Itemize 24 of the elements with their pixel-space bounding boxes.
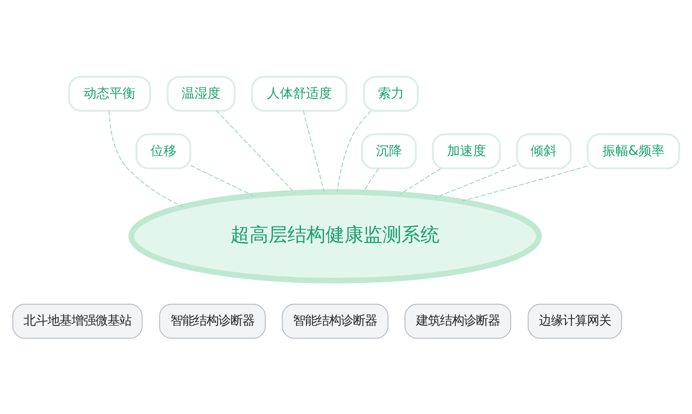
node-box: 建筑结构诊断器 [404, 303, 512, 338]
node-box: 加速度 [432, 132, 501, 169]
node-box: 边缘计算网关 [528, 303, 622, 338]
node-box: 振幅&频率 [586, 132, 680, 169]
node-box: 位移 [136, 132, 192, 169]
connector [362, 168, 379, 192]
node-box: 沉降 [361, 132, 417, 169]
node-box: 北斗地基增强微基站 [12, 303, 143, 338]
node-box: 智能结构诊断器 [159, 303, 266, 338]
connector [400, 168, 442, 194]
node-box: 动态平衡 [68, 75, 152, 112]
node-box: 索力 [363, 75, 419, 112]
connector [460, 165, 588, 202]
node-box: 温湿度 [166, 75, 236, 112]
node-box: 人体舒适度 [251, 75, 348, 112]
connector [108, 110, 184, 207]
node-box: 智能结构诊断器 [282, 303, 388, 338]
connector [190, 164, 254, 196]
node-box: 倾斜 [516, 132, 572, 169]
connector [336, 110, 372, 192]
connector [302, 110, 325, 192]
connector [216, 110, 296, 193]
connector [434, 164, 518, 198]
node-ellipse: 超高层结构健康监测系统 [128, 188, 542, 283]
